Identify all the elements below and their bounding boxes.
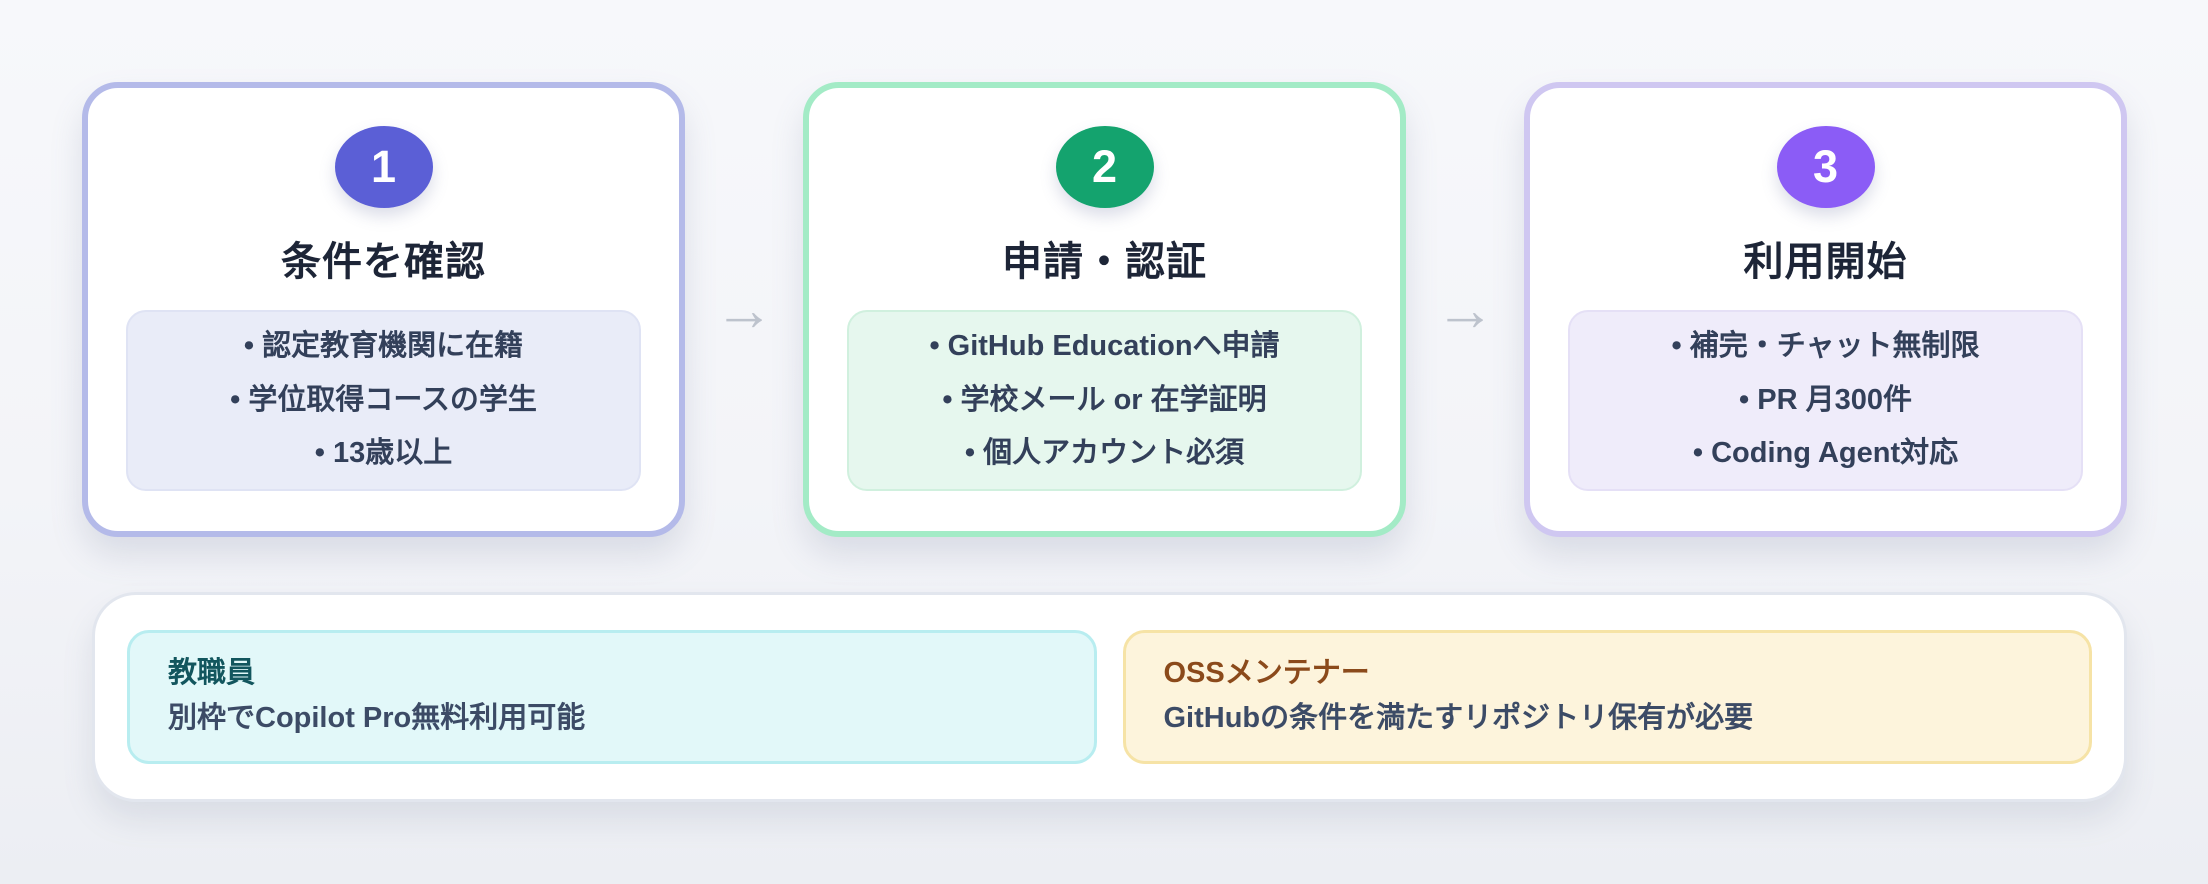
step-number: 2 <box>1091 141 1118 193</box>
step-detail-item: • 補完・チャット無制限 <box>1671 330 1980 363</box>
arrow-cell: → <box>685 82 803 537</box>
step-title: 申請・認証 <box>1002 240 1207 285</box>
arrow-right-icon: → <box>714 276 774 343</box>
step-card-2: 2 申請・認証 • GitHub Educationへ申請 • 学校メール or… <box>803 82 1406 537</box>
note-title: OSSメンテナー <box>1163 657 1370 690</box>
arrow-right-icon: → <box>1435 276 1495 343</box>
steps-row: 1 条件を確認 • 認定教育機関に在籍 • 学位取得コースの学生 • 13歳以上… <box>82 82 2127 537</box>
step-title: 利用開始 <box>1743 240 1908 285</box>
step-number: 3 <box>1812 141 1839 193</box>
note-title: 教職員 <box>168 657 256 690</box>
step-detail-item: • 個人アカウント必須 <box>964 437 1245 470</box>
note-body: GitHubの条件を満たすリポジトリ保有が必要 <box>1163 702 1754 735</box>
step-detail-item: • PR 月300件 <box>1739 383 1912 416</box>
notes-panel: 教職員 別枠でCopilot Pro無料利用可能 OSSメンテナー GitHub… <box>92 592 2127 802</box>
arrow-cell: → <box>1406 82 1524 537</box>
step-detail-item: • 認定教育機関に在籍 <box>243 330 524 363</box>
step-number-badge: 1 <box>334 126 433 209</box>
step-detail-item: • Coding Agent対応 <box>1692 437 1959 470</box>
step-detail-item: • 学位取得コースの学生 <box>230 383 537 416</box>
note-oss-maintainer: OSSメンテナー GitHubの条件を満たすリポジトリ保有が必要 <box>1122 630 2092 764</box>
step-card-1: 1 条件を確認 • 認定教育機関に在籍 • 学位取得コースの学生 • 13歳以上 <box>82 82 685 537</box>
note-body: 別枠でCopilot Pro無料利用可能 <box>168 702 586 735</box>
step-detail-item: • 13歳以上 <box>314 437 453 470</box>
step-detail-item: • 学校メール or 在学証明 <box>942 383 1267 416</box>
step-detail-box: • 認定教育機関に在籍 • 学位取得コースの学生 • 13歳以上 <box>126 310 641 491</box>
step-number: 1 <box>370 141 397 193</box>
step-title: 条件を確認 <box>281 240 486 285</box>
note-faculty: 教職員 別枠でCopilot Pro無料利用可能 <box>127 630 1097 764</box>
step-card-3: 3 利用開始 • 補完・チャット無制限 • PR 月300件 • Coding … <box>1524 82 2127 537</box>
step-detail-box: • 補完・チャット無制限 • PR 月300件 • Coding Agent対応 <box>1568 310 2083 491</box>
step-number-badge: 2 <box>1055 126 1154 209</box>
step-detail-item: • GitHub Educationへ申請 <box>929 330 1280 363</box>
step-number-badge: 3 <box>1776 126 1875 209</box>
step-detail-box: • GitHub Educationへ申請 • 学校メール or 在学証明 • … <box>847 310 1362 491</box>
